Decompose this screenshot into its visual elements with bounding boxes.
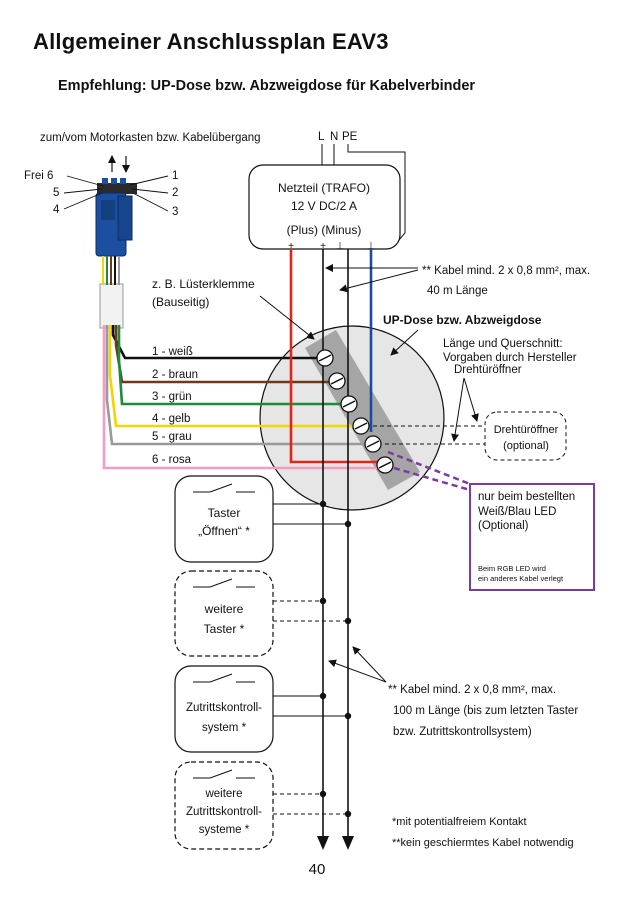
page-title: Allgemeiner Anschlussplan EAV3 [33, 29, 389, 54]
bus-plus-arrow-icon [317, 836, 329, 850]
pin-label-5: 5 [53, 187, 59, 199]
mains-PE: PE [342, 131, 358, 143]
note-bottom-arrow2-icon [352, 646, 387, 683]
device2-line2: Taster * [204, 622, 245, 636]
led-line2 [393, 466, 471, 492]
box-pointer-icon [390, 329, 419, 356]
device1-line1: Taster [208, 506, 241, 520]
door-opener-line1: Drehtüröffner [494, 424, 559, 436]
wire-label-4: 4 - gelb [152, 413, 190, 425]
pin-label-2: 2 [172, 187, 178, 199]
device-taster-oeffnen: Taster „Öffnen“ * [174, 475, 274, 563]
wire-label-1: 1 - weiß [152, 346, 193, 358]
psu-terminal-gnd1: ⊥ [336, 241, 345, 252]
device2-line1: weitere [204, 602, 244, 616]
bus-minus-arrow-icon [342, 836, 354, 850]
terminal-screws [316, 349, 394, 474]
box-note2: Vorgaben durch Hersteller [443, 352, 577, 364]
junction-dots [319, 500, 352, 818]
led-line3-text: (Optional) [478, 520, 529, 532]
box-title: UP-Dose bzw. Abzweigdose [383, 313, 542, 327]
page-number: 40 [308, 861, 326, 878]
box-note3: Drehtüröffner [454, 364, 522, 376]
note-top-arrow2-icon [339, 269, 419, 293]
pin-leader-lines [63, 175, 169, 212]
opener-arrow2-icon [451, 377, 465, 442]
cable-note-top-line1: ** Kabel mind. 2 x 0,8 mm², max. [422, 265, 590, 277]
pin-label-1: 1 [172, 170, 178, 182]
psu-line3: (Plus) (Minus) [287, 223, 362, 237]
psu-line2: 12 V DC/2 A [291, 199, 357, 213]
page-subtitle: Empfehlung: UP-Dose bzw. Abzweigdose für… [58, 78, 476, 94]
mains-lines [321, 144, 406, 248]
note-bottom-arrow1-icon [328, 659, 387, 683]
psu-terminal-gnd2: ⊥ [367, 241, 376, 252]
mains-L: L [318, 131, 325, 143]
device4-line1: weitere [204, 788, 242, 800]
wire-label-5: 5 - grau [152, 431, 192, 443]
cable-note-bottom-line1: ** Kabel mind. 2 x 0,8 mm², max. [388, 684, 556, 696]
signal-wires [102, 325, 385, 470]
cable-note-bottom-line3: bzw. Zutrittskontrollsystem) [393, 726, 532, 738]
wire-label-2: 2 - braun [152, 369, 198, 381]
device4-line2: Zutrittskontroll- [186, 806, 262, 818]
psu-terminal-plus1: + [288, 241, 294, 252]
cable-note-bottom-line2: 100 m Länge (bis zum letzten Taster [393, 705, 578, 717]
pin-label-4: 4 [53, 204, 60, 216]
led-line2-text: Weiß/Blau LED [478, 506, 556, 518]
door-opener-box [484, 411, 567, 461]
plus-wire-red [289, 249, 385, 464]
pin-label-3: 3 [172, 206, 178, 218]
wire-label-6: 6 - rosa [152, 454, 192, 466]
terminal-label-line1: z. B. Lüsterklemme [152, 277, 255, 291]
led-small1: Beim RGB LED wird [478, 564, 546, 573]
device3-line2: system * [202, 722, 247, 734]
box-note1: Länge und Querschnitt: [443, 338, 563, 350]
device-weitere-taster: weitere Taster * [174, 570, 274, 657]
led-small2: ein anderes Kabel verlegt [478, 574, 564, 583]
led-line1 [387, 450, 471, 486]
led-line1-text: nur beim bestellten [478, 491, 575, 503]
device4-line3: systeme * [199, 824, 250, 836]
terminal-pointer-icon [259, 295, 315, 340]
footnote-1: *mit potentialfreiem Kontakt [392, 816, 527, 828]
opener-arrow1-icon [463, 377, 479, 422]
psu-box [248, 164, 401, 250]
footnote-2: **kein geschiermtes Kabel notwendig [392, 837, 574, 849]
terminal-strip [305, 330, 420, 490]
device-weitere-zutrittskontrollsysteme: weitere Zutrittskontroll- systeme * [174, 761, 274, 850]
device3-line1: Zutrittskontroll- [186, 702, 262, 714]
motor-label: zum/vom Motorkasten bzw. Kabelübergang [40, 132, 261, 144]
pin-label-frei6: Frei 6 [24, 170, 53, 182]
wire-label-3: 3 - grün [152, 391, 192, 403]
psu-line1: Netzteil (TRAFO) [278, 181, 370, 195]
device-zutrittskontrollsystem: Zutrittskontroll- system * [174, 665, 274, 753]
terminal-label-line2: (Bauseitig) [152, 295, 209, 309]
led-box [469, 483, 595, 591]
door-opener-line2: (optional) [503, 440, 549, 452]
mains-N: N [330, 131, 338, 143]
psu-terminal-plus2: + [320, 241, 326, 252]
cable-note-top-line2: 40 m Länge [427, 285, 488, 297]
device1-line2: „Öffnen“ * [198, 524, 250, 538]
motor-connector-icon [95, 178, 137, 329]
motor-leads [102, 256, 120, 285]
